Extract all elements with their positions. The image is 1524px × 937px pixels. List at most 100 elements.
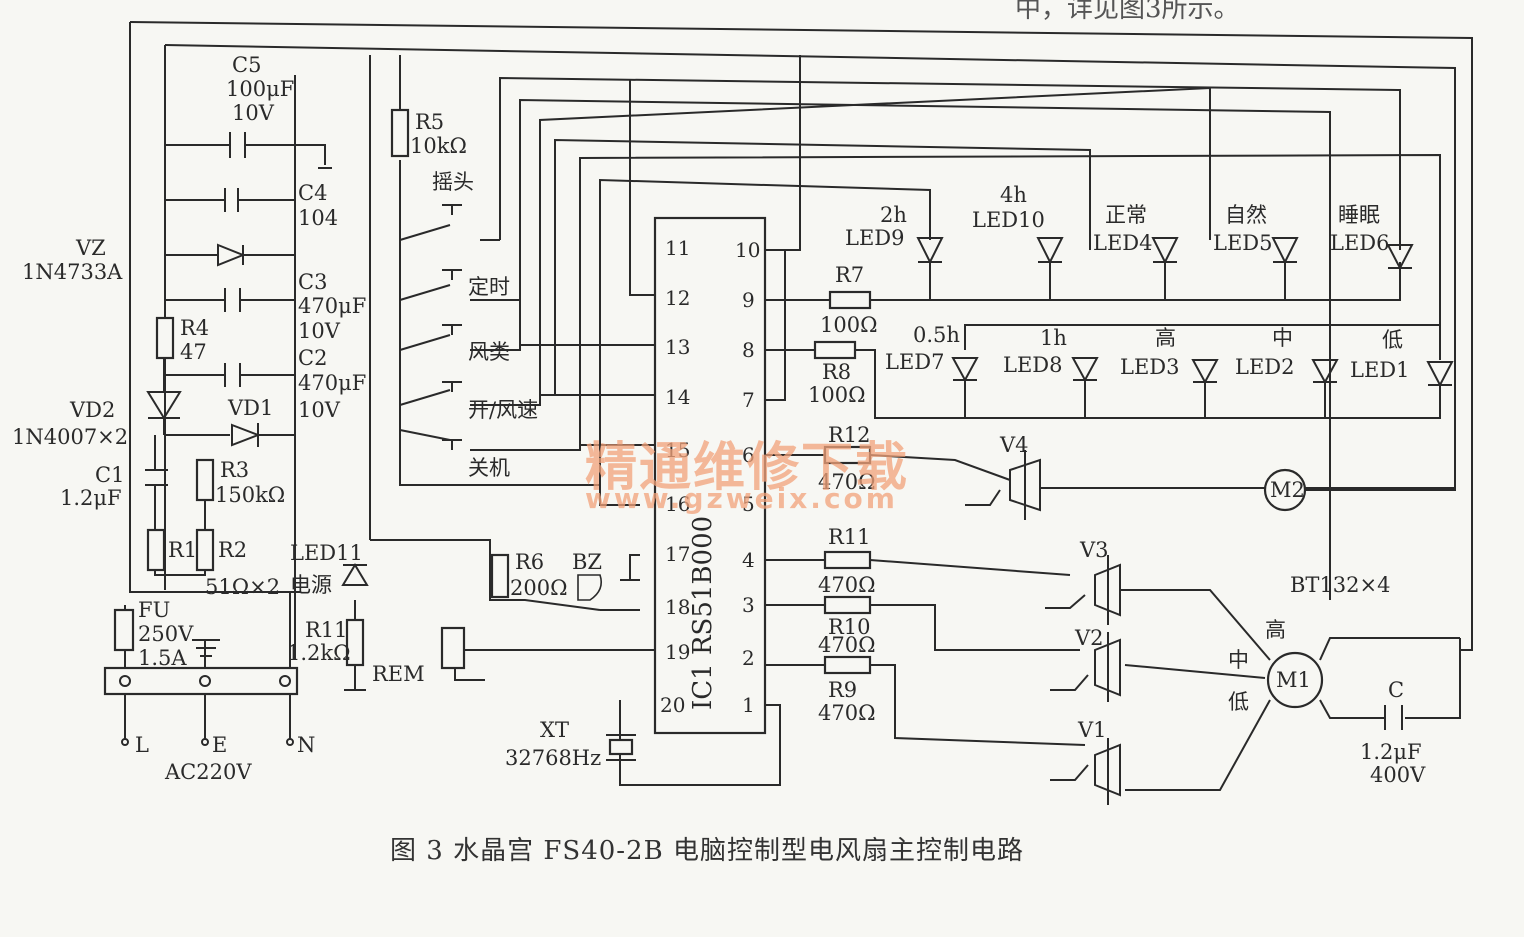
r9-label: R9	[828, 678, 858, 702]
led8-top: 1h	[1040, 326, 1067, 350]
v1-label: V1	[1078, 718, 1107, 742]
c5-value: 100μF	[226, 77, 295, 101]
pin-20: 20	[660, 693, 686, 717]
led3-name: LED3	[1120, 355, 1180, 379]
c4-value: 104	[298, 206, 339, 230]
key-mode: 风类	[468, 340, 510, 364]
pin-5: 5	[742, 492, 755, 516]
v3-label: V3	[1080, 538, 1109, 562]
key-off: 关机	[468, 456, 510, 480]
led7-top: 0.5h	[913, 323, 960, 347]
led2-name: LED2	[1235, 355, 1295, 379]
c2-label: C2	[298, 346, 328, 370]
top-cut-text: 中，详见图3所示。	[1015, 0, 1240, 24]
pin-2: 2	[742, 646, 755, 670]
led1-top: 低	[1382, 328, 1403, 352]
r11a-label: R11	[305, 618, 348, 642]
ic1-label: IC1 RS51B000	[688, 515, 718, 710]
led10-name: LED10	[972, 208, 1045, 232]
bz-label: BZ	[572, 550, 603, 574]
r3-value: 150kΩ	[215, 483, 286, 507]
c-label: C	[1388, 678, 1405, 702]
r3-label: R3	[220, 458, 250, 482]
r12-value: 470Ω	[818, 470, 876, 494]
r11a-value: 1.2kΩ	[287, 641, 351, 665]
pin-17: 17	[665, 542, 691, 566]
r9-value: 470Ω	[818, 701, 876, 725]
r6-value: 200Ω	[510, 576, 568, 600]
v2-label: V2	[1075, 626, 1104, 650]
vd2-part: 1N4007×2	[12, 425, 129, 449]
r10-label: R10	[828, 615, 871, 639]
led4-name: LED4	[1093, 231, 1153, 255]
r12-label: R12	[828, 423, 871, 447]
pin-9: 9	[742, 288, 755, 312]
r8-label: R8	[822, 360, 852, 384]
xt-value: 32768Hz	[505, 746, 602, 770]
led9-top: 2h	[880, 203, 907, 227]
watermark-cn: 精通维修下载	[585, 438, 910, 498]
pin-4: 4	[742, 548, 755, 572]
speed-high: 高	[1265, 618, 1286, 642]
pin-12: 12	[665, 286, 691, 310]
terminal-e: E	[212, 733, 228, 757]
xt-label: XT	[540, 718, 569, 742]
bt-label: BT132×4	[1290, 573, 1391, 597]
pin-1: 1	[742, 693, 755, 717]
led3-top: 高	[1155, 326, 1176, 350]
led1-name: LED1	[1350, 358, 1410, 382]
c4-label: C4	[298, 181, 328, 205]
led-row-top	[916, 237, 1414, 271]
r11-value: 470Ω	[818, 573, 876, 597]
pin-19: 19	[665, 640, 691, 664]
pin-6: 6	[742, 443, 755, 467]
led10-top: 4h	[1000, 183, 1027, 207]
watermark-url: www.gzweix.com	[585, 482, 898, 515]
led6-top: 睡眠	[1338, 203, 1380, 227]
r1-label: R1	[168, 538, 198, 562]
vd1-label: VD1	[228, 396, 274, 420]
pin-18: 18	[665, 595, 691, 619]
led8-name: LED8	[1003, 353, 1063, 377]
c2-value: 470μF	[298, 371, 367, 395]
c5-label: C5	[232, 53, 262, 77]
ic1-body	[653, 216, 767, 735]
pin-14: 14	[665, 385, 691, 409]
pin-15: 15	[665, 438, 691, 462]
c-value: 1.2μF	[1360, 740, 1422, 764]
r5-value: 10kΩ	[410, 134, 467, 158]
terminal-l: L	[135, 733, 149, 757]
vd2-label: VD2	[70, 398, 116, 422]
terminal-n: N	[297, 733, 316, 757]
fu-voltage: 250V	[138, 622, 194, 646]
c5-voltage: 10V	[232, 101, 274, 125]
speed-mid: 中	[1228, 648, 1249, 672]
led5-name: LED5	[1213, 231, 1273, 255]
led11-text: 电源	[290, 573, 332, 597]
pin-11: 11	[665, 236, 691, 260]
r4-label: R4	[180, 316, 210, 340]
r2-label: R2	[218, 538, 248, 562]
pin-16: 16	[665, 492, 691, 516]
c-voltage: 400V	[1370, 763, 1426, 787]
vz-label: VZ	[76, 236, 106, 260]
r10-value: 470Ω	[818, 633, 876, 657]
r4-value: 47	[180, 340, 207, 364]
r5-label: R5	[415, 110, 445, 134]
c3-value: 470μF	[298, 294, 367, 318]
led6-name: LED6	[1330, 231, 1390, 255]
led7-name: LED7	[885, 350, 945, 374]
c3-label: C3	[298, 270, 328, 294]
led11-label: LED11	[290, 541, 363, 565]
pin-8: 8	[742, 338, 755, 362]
key-swing: 摇头	[432, 170, 474, 194]
led5-top: 自然	[1225, 203, 1267, 227]
fu-label: FU	[138, 598, 171, 622]
c1-label: C1	[95, 463, 125, 487]
rem-label: REM	[372, 662, 425, 686]
r11-label: R11	[828, 525, 871, 549]
r2-value: 51Ω×2	[205, 575, 281, 599]
ac-label: AC220V	[165, 760, 252, 784]
m1-label: M1	[1276, 668, 1311, 692]
